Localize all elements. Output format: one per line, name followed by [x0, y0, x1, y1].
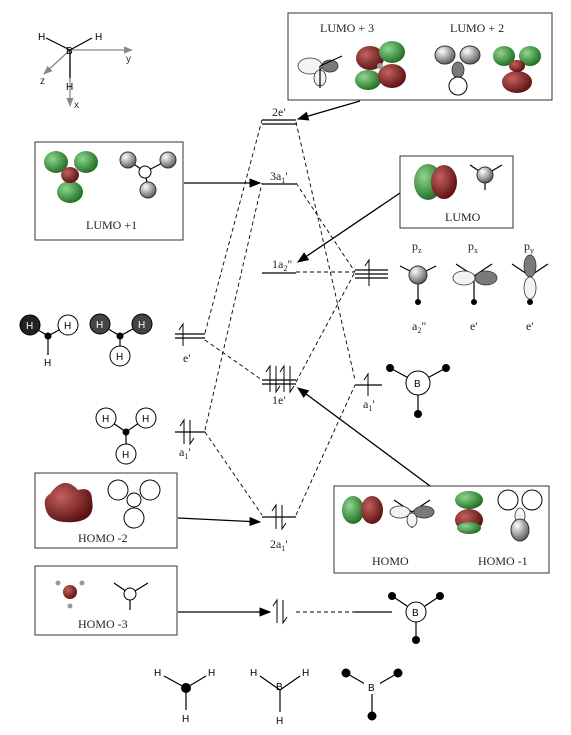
svg-text:H: H: [302, 668, 309, 679]
homo3-label: HOMO -3: [78, 617, 128, 631]
lumo3-3d-icon: [355, 41, 406, 90]
correlation-lines: [204, 119, 356, 613]
svg-text:H: H: [154, 668, 161, 679]
homo1-3d-icon: [455, 491, 483, 534]
b-core-orbital: B: [388, 592, 444, 644]
h3-orbital-e-2: H H H: [89, 313, 153, 367]
pz-orbital-icon: [399, 265, 437, 305]
homo1-cartoon-icon: [497, 489, 543, 542]
right-label-a1: a1': [363, 397, 375, 413]
box-homo-homo1: HOMO HOMO -1: [333, 485, 550, 574]
svg-text:H: H: [276, 716, 283, 727]
svg-text:H: H: [116, 352, 123, 363]
svg-text:H: H: [102, 414, 109, 425]
svg-text:B: B: [414, 379, 421, 390]
px-orbital-icon: [452, 263, 498, 305]
lumo3-cartoon-icon: [297, 55, 343, 88]
box-lumo: LUMO: [399, 155, 514, 229]
level-label-3a1: 3a1': [270, 169, 288, 185]
b-s-orbital: B: [386, 364, 450, 418]
lumo1-3d-icon: [44, 151, 98, 203]
axis-boron: B: [66, 46, 73, 57]
svg-text:H: H: [64, 321, 71, 332]
svg-text:H: H: [96, 320, 103, 331]
left-label-e: e': [183, 351, 191, 365]
homo-cartoon-icon: [389, 499, 435, 528]
lumo-cartoon-icon: [469, 164, 503, 190]
homo-label: HOMO: [372, 554, 409, 568]
box-lumo3-lumo2: LUMO + 3 LUMO + 2: [287, 12, 553, 101]
svg-text:B: B: [276, 682, 283, 693]
level-label-2e: 2e': [272, 105, 286, 119]
level-label-2a1: 2a1': [270, 537, 288, 553]
axis-label-y: y: [126, 54, 131, 65]
right-label-e-2: e': [526, 319, 534, 333]
lumo-3d-icon: [414, 164, 457, 200]
axis-label-z: z: [40, 76, 45, 87]
lumo1-cartoon-icon: [119, 151, 177, 199]
svg-text:H: H: [138, 320, 145, 331]
py-orbital-icon: [511, 254, 549, 305]
homo3-3d-icon: [55, 580, 85, 609]
py-label: py: [524, 239, 534, 255]
svg-text:H: H: [142, 414, 149, 425]
lumo2-label: LUMO + 2: [450, 21, 504, 35]
box-lumo1: LUMO +1: [34, 141, 184, 241]
lumo1-label: LUMO +1: [86, 218, 137, 232]
arrows: [177, 100, 431, 617]
left-label-a1: a1': [179, 445, 191, 461]
p-orbitals: pz px py a2" e' e': [399, 239, 549, 335]
level-label-1e: 1e': [272, 393, 286, 407]
svg-text:H: H: [26, 321, 33, 332]
homo2-3d-icon: [44, 482, 93, 523]
h3-orbital-e-1: H H H: [19, 314, 79, 369]
lumo2-3d-icon: [493, 46, 541, 93]
svg-text:B: B: [412, 608, 419, 619]
b-fragment-levels: a1': [355, 258, 392, 613]
axis-h-bottom: H: [66, 82, 73, 93]
level-label-1a2: 1a2": [272, 257, 292, 273]
pz-label: pz: [412, 239, 422, 255]
lumo-label: LUMO: [445, 210, 481, 224]
px-label: px: [468, 239, 478, 255]
axis-h-top-left: H: [38, 32, 45, 43]
lumo2-cartoon-icon: [434, 45, 481, 96]
homo2-cartoon-icon: [107, 479, 161, 529]
svg-text:H: H: [44, 358, 51, 369]
svg-text:H: H: [122, 450, 129, 461]
coordinate-axes: H H B H y z x: [38, 32, 133, 111]
homo1-label: HOMO -1: [478, 554, 528, 568]
bottom-bh3: H H B H: [250, 668, 309, 727]
right-label-e-1: e': [470, 319, 478, 333]
svg-text:H: H: [208, 668, 215, 679]
bottom-b: B: [341, 668, 403, 721]
svg-text:H: H: [250, 668, 257, 679]
axis-h-top-right: H: [95, 32, 102, 43]
h3-fragment-levels: e' a1': [175, 322, 205, 461]
axis-label-x: x: [74, 100, 79, 111]
homo2-label: HOMO -2: [78, 531, 128, 545]
bottom-h3: H H H: [154, 668, 215, 725]
homo3-cartoon-icon: [113, 582, 149, 610]
h3-orbital-a1: H H H: [95, 407, 157, 465]
box-homo3: HOMO -3: [34, 565, 178, 636]
mo-levels: 2e' 3a1' 1a2" 1e' 2a1': [262, 105, 296, 625]
svg-text:B: B: [368, 683, 375, 694]
lumo3-label: LUMO + 3: [320, 21, 374, 35]
svg-text:H: H: [182, 714, 189, 725]
right-label-a2: a2": [412, 319, 426, 335]
homo-3d-icon: [342, 496, 383, 524]
box-homo2: HOMO -2: [34, 472, 178, 549]
